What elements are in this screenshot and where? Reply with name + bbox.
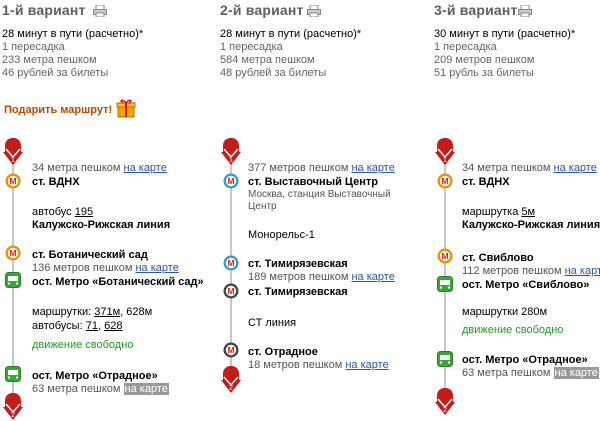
end-pin-icon: 2 xyxy=(435,388,455,416)
end-pin-icon: 2 xyxy=(3,393,23,421)
variant-3-time: 30 минут в пути (расчетно)* xyxy=(434,28,576,40)
walk-distance: 136 метров пешком на карте xyxy=(32,262,179,274)
metro-line-name: Калужско-Рижская линия xyxy=(462,219,600,231)
variant-1-title: 1-й вариант xyxy=(2,2,86,18)
metro-icon xyxy=(437,173,453,189)
variant-3-column: 3-й вариант 30 минут в пути (расчетно)* … xyxy=(432,0,600,421)
svg-text:1: 1 xyxy=(229,157,233,164)
variant-1-cost: 46 рублей за билеты xyxy=(2,67,109,79)
stop-name: ст. Свиблово xyxy=(462,252,534,264)
traffic-status: движение свободно xyxy=(462,324,564,336)
minibus-routes: маршрутки: 371м, 628м xyxy=(32,306,153,318)
stop-name: ост. Метро «Отрадное» xyxy=(32,370,158,382)
variant-3-cost: 51 рубль за билеты xyxy=(434,67,534,79)
variant-2-title: 2-й вариант xyxy=(220,2,304,18)
bus-stop-icon xyxy=(5,272,21,288)
variant-1-transfers: 1 пересадка xyxy=(2,41,65,53)
walk-distance: 112 метров пешком на карте xyxy=(462,265,600,277)
bus-link[interactable]: 628 xyxy=(104,320,123,332)
variant-2-cost: 48 рублей за билеты xyxy=(220,67,327,79)
variant-1-walk: 233 метра пешком xyxy=(2,54,97,66)
svg-text:2: 2 xyxy=(443,407,447,414)
walk-distance: 18 метров пешком на карте xyxy=(248,359,389,371)
svg-text:1: 1 xyxy=(11,157,15,164)
variant-2-walk: 584 метра пешком xyxy=(220,54,315,66)
gift-route-link[interactable]: Подарить маршрут! xyxy=(4,104,113,116)
monorail-icon xyxy=(223,255,239,271)
bus-stop-icon xyxy=(5,366,21,382)
metro-icon xyxy=(5,245,21,261)
start-pin-icon: 1 xyxy=(221,138,241,166)
traffic-status: движение свободно xyxy=(32,339,134,351)
svg-text:2: 2 xyxy=(11,412,15,419)
minibus-routes: маршрутки 280м xyxy=(462,306,548,318)
metro-icon xyxy=(5,173,21,189)
bus-stop-icon xyxy=(437,351,453,367)
stop-address: Москва, станция Выставочный xyxy=(248,189,391,200)
monorail-icon xyxy=(223,173,239,189)
map-link[interactable]: на карте xyxy=(123,162,167,174)
stop-name: ст. ВДНХ xyxy=(462,176,510,188)
line-name: Монорельс-1 xyxy=(248,229,315,241)
walk-distance: 63 метра пешком на карте xyxy=(462,367,599,379)
bus-stop-icon xyxy=(437,276,453,292)
print-icon[interactable] xyxy=(93,5,107,17)
stop-name: ост. Метро «Ботанический сад» xyxy=(32,276,204,288)
variant-2-time: 28 минут в пути (расчетно)* xyxy=(220,28,362,40)
gift-box-icon[interactable] xyxy=(116,98,136,118)
map-link[interactable]: на карте xyxy=(345,359,389,371)
variant-2-transfers: 1 пересадка xyxy=(220,41,283,53)
walk-distance: 189 метров пешком на карте xyxy=(248,271,395,283)
start-pin-icon: 1 xyxy=(435,138,455,166)
walk-distance: 34 метра пешком на карте xyxy=(462,162,597,174)
end-pin-icon: 2 xyxy=(221,366,241,394)
stop-name: ст. Тимирязевская xyxy=(248,258,348,270)
map-link[interactable]: на карте xyxy=(351,271,395,283)
walk-distance: 377 метров пешком на карте xyxy=(248,162,395,174)
stop-address: Центр xyxy=(248,201,277,212)
minibus-line: маршрутка 5м xyxy=(462,206,536,218)
stop-name: ст. Тимирязевская xyxy=(248,286,348,298)
bus-link[interactable]: 71 xyxy=(85,320,98,332)
map-link[interactable]: на карте xyxy=(351,162,395,174)
stop-name: ст. Выставочный Центр xyxy=(248,176,378,188)
stop-name: ост. Метро «Отрадное» xyxy=(462,354,588,366)
walk-distance: 63 метра пешком на карте xyxy=(32,383,169,395)
map-link[interactable]: на карте xyxy=(564,265,600,277)
svg-text:2: 2 xyxy=(229,385,233,392)
metro-line-name: Калужско-Рижская линия xyxy=(32,219,171,231)
variant-3-walk: 209 метров пешком xyxy=(434,54,535,66)
metro-icon xyxy=(223,283,239,299)
variant-1-time: 28 минут в пути (расчетно)* xyxy=(2,28,144,40)
stop-name: ст. ВДНХ xyxy=(32,176,80,188)
metro-icon xyxy=(223,342,239,358)
bus-line: автобус 195 xyxy=(32,206,94,218)
minibus-link[interactable]: 5м xyxy=(521,206,536,218)
bus-routes: автобусы: 71, 628 xyxy=(32,320,123,332)
svg-text:1: 1 xyxy=(443,157,447,164)
map-link[interactable]: на карте xyxy=(553,367,599,379)
map-link[interactable]: на карте xyxy=(123,383,169,395)
stop-name: ост. Метро «Свиблово» xyxy=(462,279,590,291)
print-icon[interactable] xyxy=(518,5,532,17)
variant-1-column: 1-й вариант 28 минут в пути (расчетно)* … xyxy=(0,0,204,421)
variant-3-transfers: 1 пересадка xyxy=(434,41,497,53)
stop-name: ст. Ботанический сад xyxy=(32,249,148,261)
line-name: СТ линия xyxy=(248,317,297,329)
start-pin-icon: 1 xyxy=(3,138,23,166)
print-icon[interactable] xyxy=(307,5,321,17)
walk-distance: 34 метра пешком на карте xyxy=(32,162,167,174)
variant-3-title: 3-й вариант xyxy=(434,2,518,18)
metro-icon xyxy=(437,248,453,264)
stop-name: ст. Отрадное xyxy=(248,346,318,358)
minibus-link[interactable]: 371м xyxy=(94,306,121,318)
map-link[interactable]: на карте xyxy=(135,262,179,274)
map-link[interactable]: на карте xyxy=(553,162,597,174)
bus-number-link[interactable]: 195 xyxy=(74,206,94,218)
variant-2-column: 2-й вариант 28 минут в пути (расчетно)* … xyxy=(218,0,408,421)
